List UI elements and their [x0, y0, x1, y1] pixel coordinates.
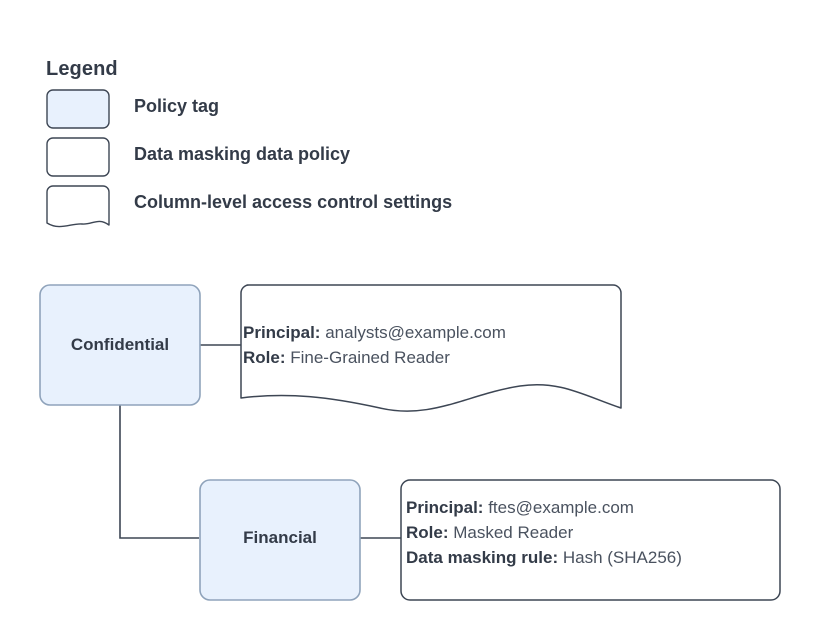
legend-item-label: Column-level access control settings	[134, 192, 453, 212]
callout-line-value: analysts@example.com	[325, 323, 506, 342]
legend-item-label: Data masking data policy	[134, 144, 351, 164]
callout-line-value: ftes@example.com	[488, 498, 634, 517]
callout-line-value: Hash (SHA256)	[562, 548, 682, 567]
rounded-rect-outline-icon	[46, 137, 110, 177]
callout-financial-settings[interactable]	[400, 479, 781, 601]
callout-line: Principal: ftes@example.com	[406, 495, 682, 520]
legend-item-label: Policy tag	[134, 96, 220, 116]
callout-line: Data masking rule: Hash (SHA256)	[406, 545, 682, 570]
callout-line: Role: Fine-Grained Reader	[243, 345, 506, 370]
legend-title: Legend	[46, 58, 118, 80]
callout-confidential-settings[interactable]	[240, 284, 622, 412]
legend-item-policy-tag: Policy tag	[44, 89, 664, 137]
callout-line-key: Principal:	[243, 323, 321, 342]
callout-line: Role: Masked Reader	[406, 520, 682, 545]
legend-item-column-level-access: Column-level access control settings	[44, 185, 664, 233]
callout-line-value: Fine-Grained Reader	[290, 348, 450, 367]
callout-line-key: Data masking rule:	[406, 548, 559, 567]
node-financial[interactable]	[199, 479, 361, 601]
callout-line: Principal: analysts@example.com	[243, 320, 506, 345]
callout-line-key: Principal:	[406, 498, 484, 517]
wavy-bottom-note-icon	[46, 185, 110, 228]
callout-line-key: Role:	[406, 523, 449, 542]
legend: Legend Policy tag Data masking data poli…	[44, 58, 664, 233]
node-label-confidential: Confidential	[70, 335, 170, 354]
node-confidential[interactable]	[39, 284, 201, 406]
legend-item-data-masking-policy: Data masking data policy	[44, 137, 664, 185]
node-label-financial: Financial	[243, 528, 317, 547]
callout-body-financial: Principal: ftes@example.com Role: Masked…	[406, 495, 682, 570]
callout-line-key: Role:	[243, 348, 286, 367]
edge-confidential-to-financial	[119, 405, 199, 539]
rounded-rect-filled-icon	[46, 89, 110, 129]
callout-body-confidential: Principal: analysts@example.com Role: Fi…	[243, 320, 506, 370]
callout-line-value: Masked Reader	[453, 523, 574, 542]
